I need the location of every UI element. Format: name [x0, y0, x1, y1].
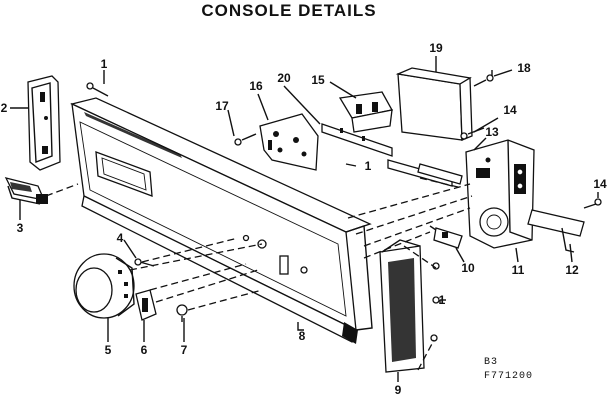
label-part-20: 20 — [277, 71, 291, 85]
part-14-screw-lower — [583, 198, 602, 209]
label-part-1-right: 1 — [439, 293, 446, 307]
part-3-connector-block — [4, 177, 48, 205]
label-part-14-lower: 14 — [593, 177, 607, 191]
part-15-clip — [338, 91, 394, 133]
part-1-screw-top — [86, 82, 109, 97]
label-part-12: 12 — [565, 263, 579, 277]
part-4-screw — [134, 258, 155, 267]
part-16-mounting-bracket — [259, 113, 319, 171]
part-7-screw — [176, 304, 188, 322]
label-part-1-mid: 1 — [365, 159, 372, 173]
part-8-console-panel — [70, 97, 373, 344]
ref-code-2: F771200 — [484, 371, 533, 382]
part-9-side-trim — [379, 239, 425, 373]
label-part-13: 13 — [485, 125, 499, 139]
label-part-17: 17 — [215, 99, 229, 113]
label-part-6: 6 — [141, 343, 148, 357]
part-12-mounting-plate — [527, 209, 585, 253]
assembly-lines — [45, 177, 473, 371]
label-part-15: 15 — [311, 73, 325, 87]
label-part-5: 5 — [105, 343, 112, 357]
part-11-timer-module — [465, 139, 535, 249]
part-2-left-end-bracket — [27, 75, 61, 171]
label-part-14-upper: 14 — [503, 103, 517, 117]
leader-lines — [10, 56, 599, 382]
label-part-3: 3 — [17, 221, 24, 235]
label-part-16: 16 — [249, 79, 263, 93]
label-part-4: 4 — [117, 231, 124, 245]
label-part-18: 18 — [517, 61, 531, 75]
part-6-knob-insert — [135, 289, 157, 321]
part-19-cover-box — [395, 67, 473, 141]
part-number-labels: 1 1 1 2 3 4 5 6 7 8 9 10 11 12 13 14 14 … — [1, 41, 607, 397]
part-17-screw — [234, 133, 257, 146]
leader-18 — [493, 69, 513, 77]
part-18-screw — [473, 74, 494, 87]
label-part-7: 7 — [181, 343, 188, 357]
ref-code-1: B3 — [484, 357, 498, 368]
label-part-1-top: 1 — [101, 57, 108, 71]
label-part-19: 19 — [429, 41, 443, 55]
label-part-8: 8 — [299, 329, 306, 343]
part-13-bracket-strip — [417, 163, 463, 185]
part-10-switch — [429, 225, 463, 249]
diagram-title: CONSOLE DETAILS — [201, 1, 376, 20]
label-part-11: 11 — [512, 263, 525, 277]
label-part-2: 2 — [1, 101, 8, 115]
label-part-9: 9 — [395, 383, 402, 397]
part-5-knob — [73, 253, 135, 319]
label-part-10: 10 — [461, 261, 475, 275]
